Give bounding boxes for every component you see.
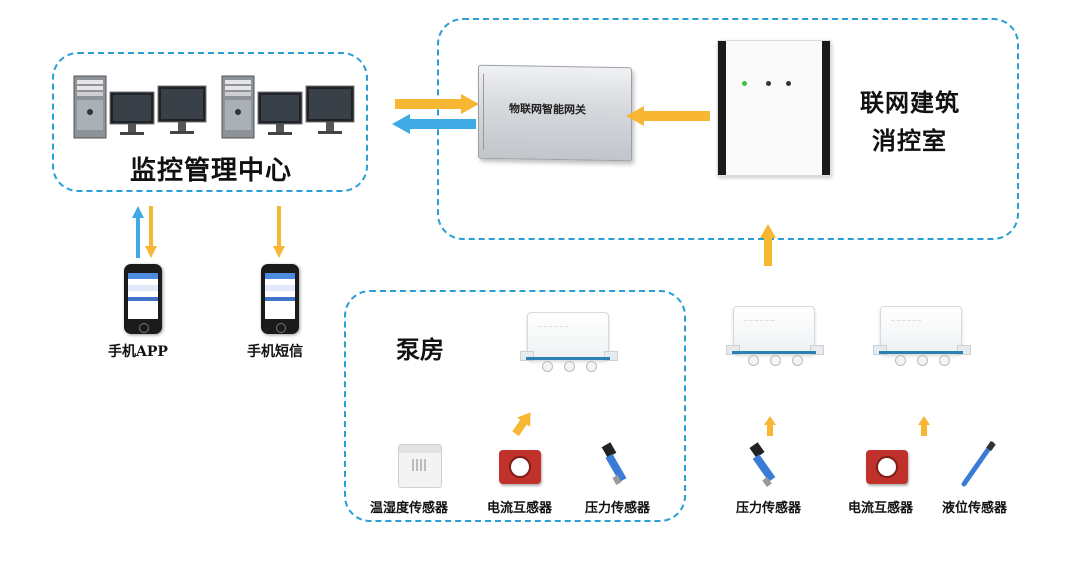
pump-humidity-sensor-label: 温湿度传感器 <box>370 501 449 516</box>
arrow-app-down-orange <box>145 206 157 258</box>
phone-app-label: 手机APP <box>108 344 168 360</box>
outdoor-ct-label: 电流互感器 <box>848 501 914 516</box>
level-sensor-icon <box>961 441 996 487</box>
arrow-sms-down-orange <box>273 206 285 258</box>
smartphone-icon <box>124 264 162 334</box>
pump-room-box <box>344 290 686 522</box>
arrow-app-up-blue <box>132 206 144 258</box>
arrow-ct-to-junction-pump <box>512 412 531 436</box>
monitor-icon <box>157 85 207 134</box>
arrow-junction-to-cabinet <box>760 224 776 266</box>
building-control-room-line1: 联网建筑 <box>860 88 960 117</box>
arrow-gateway-to-center-orange <box>395 94 479 114</box>
control-cabinet-icon <box>717 40 831 176</box>
current-transformer-icon <box>866 450 908 484</box>
workstation-group-1 <box>73 75 207 139</box>
monitoring-center-label: 监控管理中心 <box>130 156 293 186</box>
pump-pressure-sensor-label: 压力传感器 <box>585 501 651 516</box>
phone-sms-label: 手机短信 <box>247 344 303 360</box>
current-transformer-icon <box>499 450 541 484</box>
pump-ct-label: 电流互感器 <box>487 501 553 516</box>
arrow-center-to-gateway-blue <box>392 114 476 134</box>
monitor-icon <box>305 85 355 134</box>
gateway-device-icon: 物联网智能网关 <box>478 64 632 162</box>
monitor-icon <box>109 91 155 135</box>
pressure-sensor-icon <box>601 442 627 485</box>
arrow-ct-to-junction <box>918 416 930 436</box>
outdoor-level-sensor-label: 液位传感器 <box>942 501 1008 516</box>
pressure-sensor-icon <box>749 442 776 487</box>
arrow-pressure-to-junction <box>764 416 776 436</box>
monitoring-center-box <box>52 52 368 192</box>
pump-room-label: 泵房 <box>396 335 444 364</box>
outdoor-pressure-sensor-label: 压力传感器 <box>736 501 802 516</box>
server-icon <box>221 75 255 139</box>
monitor-icon <box>257 91 303 135</box>
gateway-label: 物联网智能网关 <box>509 102 586 117</box>
server-icon <box>73 75 107 139</box>
building-control-room-line2: 消控室 <box>872 126 947 155</box>
junction-box-icon: — — — — — — <box>726 306 824 366</box>
junction-box-icon: — — — — — — <box>520 312 618 372</box>
smartphone-icon <box>261 264 299 334</box>
junction-box-icon: — — — — — — <box>873 306 971 366</box>
humidity-sensor-icon <box>398 444 442 488</box>
arrow-cabinet-to-gateway <box>626 106 710 126</box>
workstation-group-2 <box>221 75 355 139</box>
